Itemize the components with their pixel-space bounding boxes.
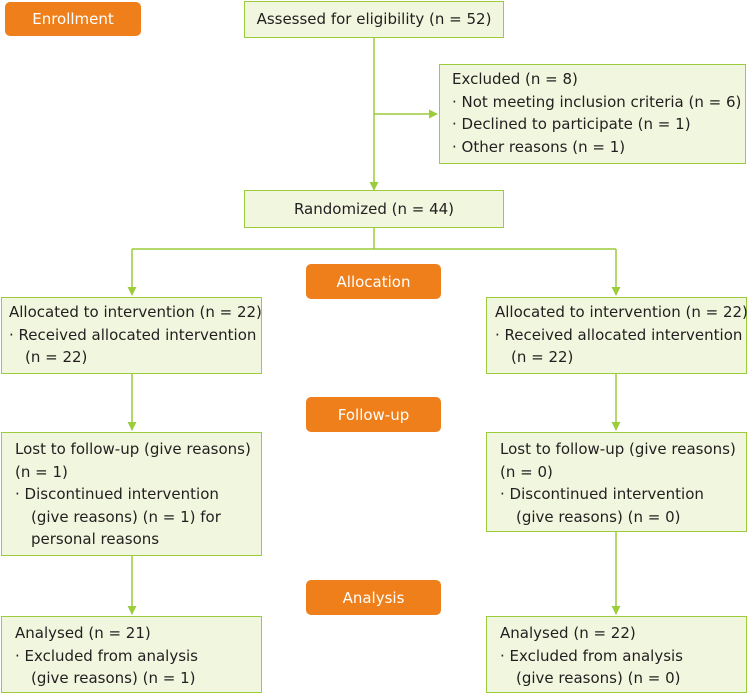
right-followup-title: Lost to follow-up (give reasons) bbox=[500, 440, 736, 458]
left-followup-reason: personal reasons bbox=[31, 530, 160, 548]
randomized-box: Randomized (n = 44) bbox=[244, 190, 504, 228]
right-allocation-box: Allocated to intervention (n = 22) · Rec… bbox=[486, 297, 748, 374]
left-allocation-box: Allocated to intervention (n = 22) · Rec… bbox=[1, 297, 262, 374]
excluded-box: Excluded (n = 8) · Not meeting inclusion… bbox=[439, 64, 746, 164]
left-analysis-title: Analysed (n = 21) bbox=[15, 624, 151, 642]
assessed-box: Assessed for eligibility (n = 52) bbox=[244, 1, 504, 38]
randomized-text: Randomized (n = 44) bbox=[293, 199, 455, 218]
excluded-item: · Other reasons (n = 1) bbox=[452, 137, 626, 156]
right-followup-item: · Discontinued intervention bbox=[500, 485, 704, 503]
left-followup-count: (n = 1) bbox=[15, 462, 68, 481]
right-allocation-item: · Received allocated intervention bbox=[495, 325, 743, 344]
left-allocation-item: · Received allocated intervention bbox=[9, 325, 257, 344]
stage-enrollment: Enrollment bbox=[5, 2, 141, 36]
excluded-item: · Not meeting inclusion criteria (n = 6) bbox=[452, 92, 742, 111]
left-followup-box: Lost to follow-up (give reasons) (n = 1)… bbox=[1, 432, 262, 556]
left-analysis-reason: (give reasons) (n = 1) bbox=[31, 669, 196, 687]
right-analysis-box: Analysed (n = 22) · Excluded from analys… bbox=[486, 616, 747, 693]
right-analysis-item: · Excluded from analysis bbox=[500, 646, 683, 665]
left-analysis-box: Analysed (n = 21) · Excluded from analys… bbox=[1, 616, 262, 693]
left-analysis-item: · Excluded from analysis bbox=[15, 646, 198, 665]
right-followup-box: Lost to follow-up (give reasons) (n = 0)… bbox=[486, 432, 747, 532]
stage-analysis: Analysis bbox=[306, 580, 441, 615]
excluded-item: · Declined to participate (n = 1) bbox=[452, 115, 691, 133]
left-followup-title: Lost to follow-up (give reasons) bbox=[15, 440, 251, 458]
right-allocation-count: (n = 22) bbox=[511, 348, 574, 366]
right-followup-count: (n = 0) bbox=[500, 462, 553, 481]
assessed-text: Assessed for eligibility (n = 52) bbox=[256, 10, 492, 29]
stage-allocation: Allocation bbox=[306, 264, 441, 299]
left-allocation-count: (n = 22) bbox=[25, 348, 88, 366]
left-followup-reason: (give reasons) (n = 1) for bbox=[31, 507, 221, 526]
stage-followup: Follow-up bbox=[306, 397, 441, 432]
right-followup-reason: (give reasons) (n = 0) bbox=[516, 507, 681, 526]
right-allocation-title: Allocated to intervention (n = 22) bbox=[495, 303, 748, 321]
excluded-title: Excluded (n = 8) bbox=[452, 70, 578, 88]
right-analysis-title: Analysed (n = 22) bbox=[500, 624, 636, 642]
left-followup-item: · Discontinued intervention bbox=[15, 485, 219, 503]
right-analysis-reason: (give reasons) (n = 0) bbox=[516, 669, 681, 687]
left-allocation-title: Allocated to intervention (n = 22) bbox=[9, 303, 262, 321]
